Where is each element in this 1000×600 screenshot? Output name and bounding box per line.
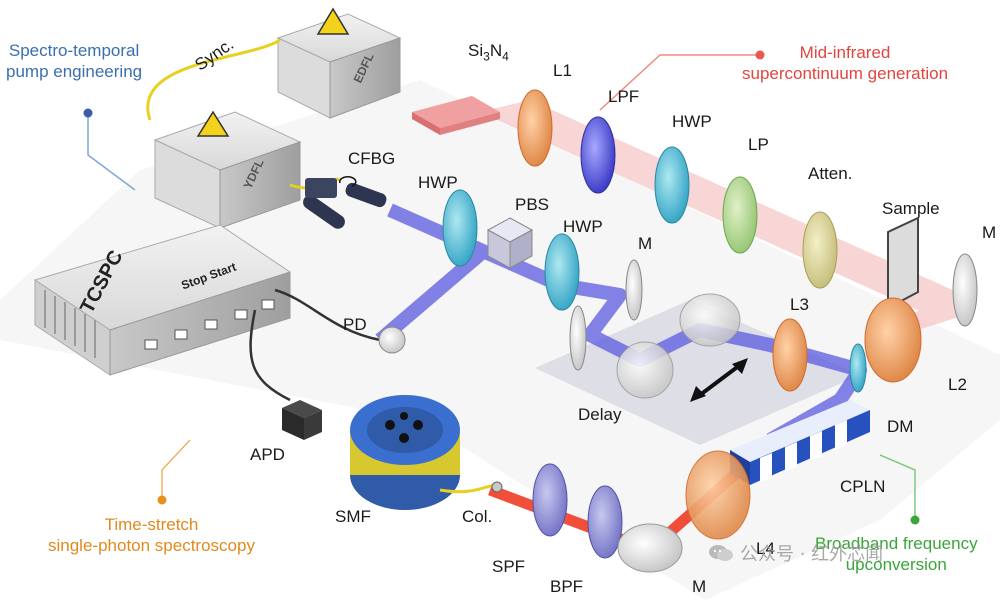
si3n4-label-sub1: 3 bbox=[483, 49, 490, 64]
si3n4-label-sub2: 4 bbox=[502, 49, 509, 64]
smf-fiber bbox=[439, 483, 496, 494]
sample-holder bbox=[887, 216, 919, 310]
pd-label: PD bbox=[343, 315, 367, 334]
optics bbox=[442, 89, 978, 573]
l1-label: L1 bbox=[553, 61, 572, 80]
smf-spool bbox=[350, 395, 460, 510]
collimator bbox=[491, 481, 503, 493]
l2-label: L2 bbox=[948, 375, 967, 394]
timestretch-annotation-line1: Time-stretch bbox=[104, 515, 199, 534]
pump-annotation-line2: pump engineering bbox=[6, 62, 143, 82]
mirror-m-mid bbox=[625, 259, 643, 321]
timestretch-leader-dot bbox=[157, 495, 167, 505]
pd-cable bbox=[274, 288, 381, 342]
midir-annotation-line1: Mid-infrared bbox=[799, 43, 891, 62]
edfl-laser bbox=[276, 7, 402, 119]
bpf-label: BPF bbox=[550, 577, 584, 596]
si3n4-chip bbox=[412, 96, 500, 135]
apd-cable bbox=[249, 309, 291, 402]
ydfl-laser bbox=[153, 110, 302, 229]
dm-label: DM bbox=[887, 417, 914, 436]
midir-leader bbox=[599, 54, 760, 111]
pump-leader bbox=[87, 113, 136, 191]
pbs-label: PBS bbox=[515, 195, 550, 214]
hwp-left-label: HWP bbox=[418, 173, 458, 192]
pump-beam bbox=[375, 203, 867, 447]
apd-detector bbox=[282, 400, 322, 440]
pbs-cube bbox=[486, 217, 534, 269]
upconv-leader bbox=[879, 454, 916, 520]
timestretch-annotation-line2: single-photon spectroscopy bbox=[48, 536, 255, 556]
mirror-m-bottom bbox=[617, 523, 683, 573]
cfbg-label: CFBG bbox=[348, 149, 396, 168]
smf-label: SMF bbox=[335, 507, 371, 526]
pump-leader-dot bbox=[83, 108, 93, 118]
filter-bpf bbox=[587, 485, 623, 559]
upconv-annotation-line2: upconversion bbox=[845, 555, 947, 575]
timestretch-annotation: Time-stretch single-photon spectroscopy bbox=[48, 514, 255, 557]
apd-label: APD bbox=[250, 445, 285, 464]
cpln-label: CPLN bbox=[840, 477, 886, 496]
lpf-label: LPF bbox=[608, 87, 640, 106]
lens-l1 bbox=[517, 89, 553, 167]
sync-cable bbox=[146, 38, 281, 121]
filter-lpf bbox=[580, 116, 616, 194]
midir-annotation-line2: supercontinuum generation bbox=[742, 64, 949, 84]
plate-hwp-left bbox=[442, 189, 478, 267]
pump-annotation: Spectro-temporal pump engineering bbox=[6, 40, 142, 83]
photodiode bbox=[378, 326, 406, 354]
midir-annotation: Mid-infrared supercontinuum generation bbox=[742, 42, 948, 85]
l4-label: L4 bbox=[756, 539, 775, 558]
polarizer-lp bbox=[722, 176, 758, 254]
upconv-leader-dot bbox=[910, 515, 920, 525]
sample-label: Sample bbox=[882, 199, 940, 218]
mirror-delay-3 bbox=[679, 293, 741, 347]
l3-label: L3 bbox=[790, 295, 809, 314]
atten-label: Atten. bbox=[808, 164, 853, 183]
lens-l4 bbox=[685, 450, 751, 540]
lp-label: LP bbox=[748, 135, 769, 154]
mirror-delay-2 bbox=[616, 341, 674, 399]
attenuator bbox=[802, 211, 838, 289]
delay-stage bbox=[535, 300, 860, 445]
watermark-text: 公众号 · 红外芯闻 bbox=[740, 544, 884, 565]
upconv-annotation: Broadband frequency upconversion bbox=[815, 533, 978, 576]
cfbg-component bbox=[303, 178, 387, 229]
si3n4-label: Si3N4 bbox=[468, 42, 509, 62]
tcspc-device bbox=[33, 224, 292, 376]
wechat-icon bbox=[709, 545, 733, 561]
si3n4-label-si: Si bbox=[468, 41, 484, 60]
cfbg-rotation-icon bbox=[339, 176, 357, 187]
plate-hwp-mid bbox=[544, 233, 580, 311]
lens-l3 bbox=[772, 318, 808, 392]
si3n4-label-n: N bbox=[489, 41, 503, 60]
lens-l2 bbox=[864, 297, 922, 383]
m-bottom-label: M bbox=[692, 577, 707, 596]
midir-leader-dot bbox=[755, 50, 765, 60]
timestretch-leader bbox=[161, 439, 191, 500]
delay-arrow bbox=[690, 358, 748, 402]
mirror-right bbox=[952, 253, 978, 327]
m-mid-label: M bbox=[638, 234, 653, 253]
m-right-label: M bbox=[982, 223, 997, 242]
mirror-delay-1 bbox=[569, 305, 587, 371]
pump-annotation-line1: Spectro-temporal bbox=[8, 41, 140, 60]
dichroic-mirror bbox=[849, 343, 867, 393]
upconv-annotation-line1: Broadband frequency bbox=[815, 534, 978, 553]
delay-label: Delay bbox=[578, 405, 622, 424]
spf-label: SPF bbox=[492, 557, 526, 576]
col-label: Col. bbox=[462, 507, 493, 526]
filter-spf bbox=[532, 463, 568, 537]
hwp-top-label: HWP bbox=[672, 112, 712, 131]
hwp-mid-label: HWP bbox=[563, 217, 603, 236]
watermark: 公众号 · 红外芯闻 bbox=[708, 540, 883, 566]
plate-hwp-top bbox=[654, 146, 690, 224]
